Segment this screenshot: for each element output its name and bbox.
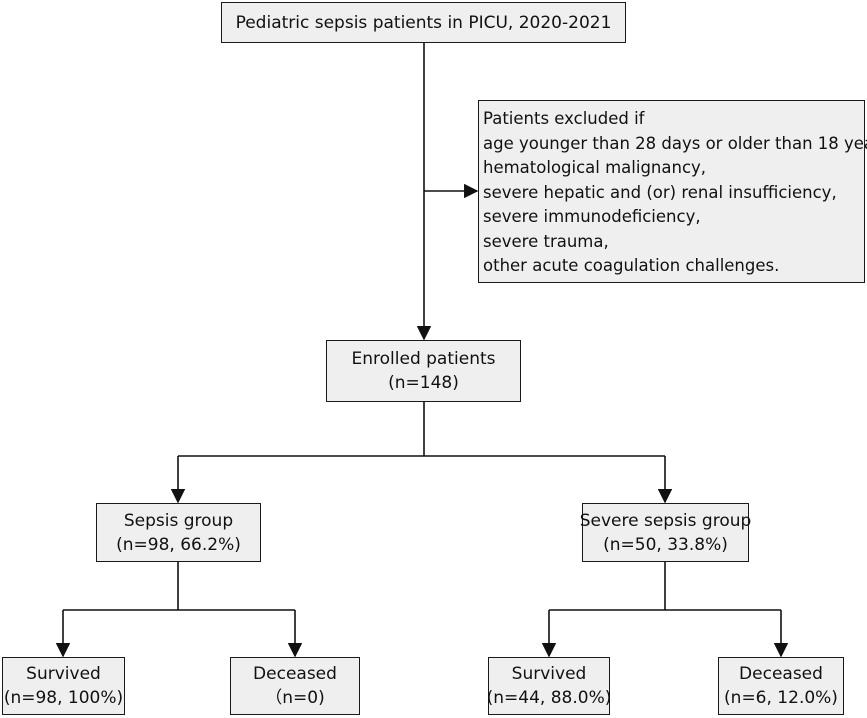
severe-survived-count: (n=44, 88.0%) <box>486 688 612 708</box>
severe-deceased-label: Deceased <box>739 664 823 684</box>
enrolled-count: (n=148) <box>388 373 459 393</box>
all-patients-label: Pediatric sepsis patients in PICU, 2020-… <box>235 12 612 33</box>
severe-deceased-count: (n=6, 12.0%) <box>724 688 838 708</box>
sepsis-group-count: (n=98, 66.2%) <box>116 534 241 555</box>
exclusion-line-6: other acute coagulation challenges. <box>483 256 780 275</box>
exclusion-line-1: age younger than 28 days or older than 1… <box>483 133 867 153</box>
severe-survived-label: Survived <box>511 664 587 684</box>
box-all-patients: Pediatric sepsis patients in PICU, 2020-… <box>221 2 626 43</box>
sepsis-deceased-label: Deceased <box>253 664 337 684</box>
exclusion-line-4: severe immunodeficiency, <box>483 207 701 226</box>
severe-group-label: Severe sepsis group <box>579 510 752 531</box>
box-severe-deceased: Deceased (n=6, 12.0%) <box>718 657 844 715</box>
sepsis-survived-label: Survived <box>26 664 101 684</box>
sepsis-survived-count: (n=98, 100%) <box>3 688 124 708</box>
exclusion-line-2: hematological malignancy, <box>483 158 707 177</box>
box-sepsis-group: Sepsis group (n=98, 66.2%) <box>96 503 261 562</box>
sepsis-deceased-count: （n=0) <box>265 688 325 708</box>
severe-group-count: (n=50, 33.8%) <box>603 534 728 555</box>
box-severe-survived: Survived (n=44, 88.0%) <box>486 657 612 715</box>
exclusion-line-5: severe trauma, <box>483 231 609 251</box>
exclusion-line-3: severe hepatic and (or) renal insufficie… <box>483 182 837 202</box>
exclusion-line-0: Patients excluded if <box>483 109 645 128</box>
box-sepsis-survived: Survived (n=98, 100%) <box>2 657 125 715</box>
sepsis-group-label: Sepsis group <box>123 510 234 531</box>
box-severe-sepsis-group: Severe sepsis group (n=50, 33.8%) <box>579 503 752 562</box>
enrolled-label: Enrolled patients <box>351 349 496 369</box>
box-exclusion-criteria: Patients excluded if age younger than 28… <box>478 100 867 283</box>
box-sepsis-deceased: Deceased （n=0) <box>230 657 360 715</box>
box-enrolled: Enrolled patients (n=148) <box>326 340 521 402</box>
